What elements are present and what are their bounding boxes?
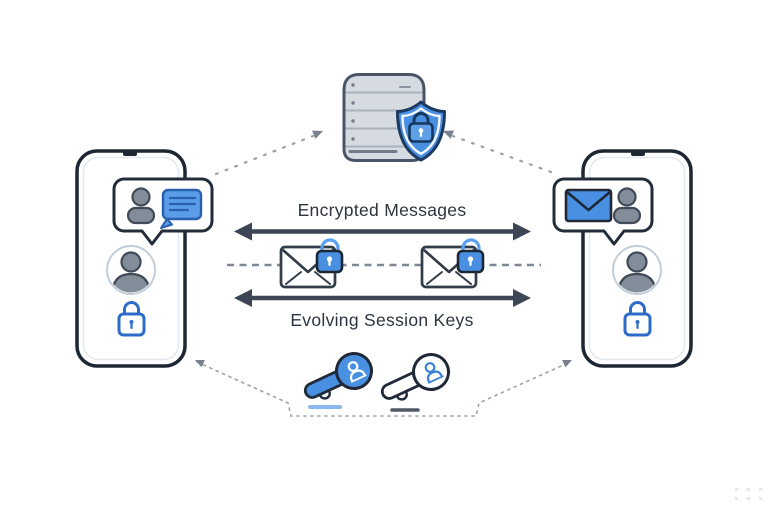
evolving-session-keys-label: Evolving Session Keys <box>290 310 474 330</box>
chat-message-icon <box>160 188 203 229</box>
left-avatar-icon <box>106 245 156 295</box>
user-icon <box>612 187 642 225</box>
arrowhead-to-left-phone <box>195 360 205 368</box>
envelope-lock-shackle <box>461 238 481 251</box>
right-speech-bubble <box>552 177 654 246</box>
left-lock-icon <box>117 301 146 337</box>
corner-watermark: × × × × × × <box>734 487 766 503</box>
locked-envelope-icon-right <box>420 238 485 289</box>
envelope-lock-shackle <box>320 238 340 251</box>
shield-lock-shackle <box>412 112 430 124</box>
user-key-filled-icon <box>303 352 373 400</box>
user-icon <box>126 187 156 225</box>
encrypted-messages-arrow <box>234 222 531 241</box>
top-right-dotted-connector <box>443 130 553 174</box>
server-leds <box>351 83 355 141</box>
left-phone-speaker <box>123 151 137 156</box>
arrowhead-to-server-left <box>312 130 323 139</box>
shield-lock-icon <box>396 100 446 162</box>
locked-envelope-icon-left <box>279 238 344 289</box>
arrowhead-to-server-right <box>443 130 454 139</box>
right-lock-icon <box>623 301 652 337</box>
right-phone-speaker <box>631 151 645 156</box>
arrowhead-to-right-phone <box>562 360 572 368</box>
encrypted-messages-label: Encrypted Messages <box>297 200 467 220</box>
right-avatar-icon <box>612 245 662 295</box>
session-keys-arrow <box>234 289 531 307</box>
bottom-dashed-bracket <box>195 360 572 417</box>
user-key-outline-icon <box>380 353 450 401</box>
left-speech-bubble <box>112 177 214 246</box>
top-left-dotted-connector <box>214 130 323 176</box>
envelope-icon <box>564 188 613 223</box>
